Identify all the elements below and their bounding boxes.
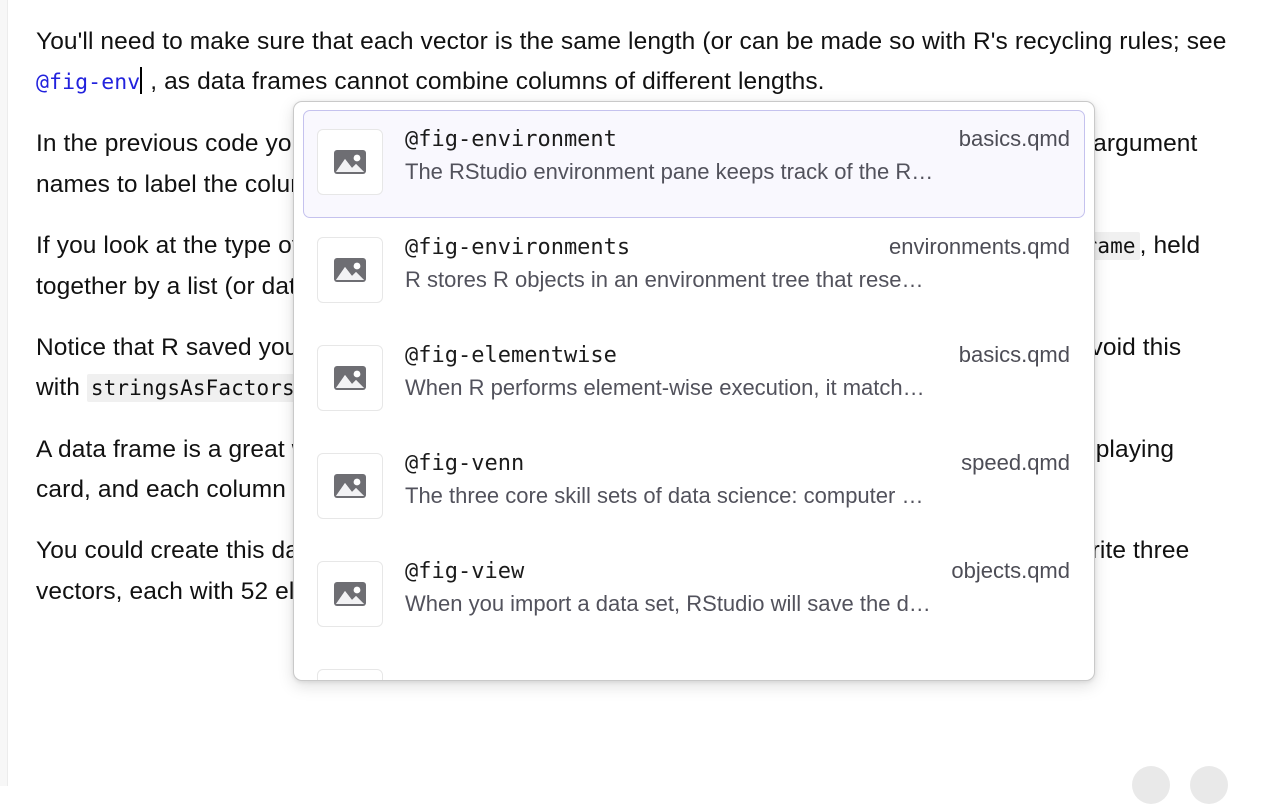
autocomplete-item-file: speed.qmd <box>961 450 1070 475</box>
image-icon <box>317 345 383 411</box>
autocomplete-item-header: @fig-elementwise basics.qmd <box>405 342 1070 368</box>
autocomplete-item-body <box>405 665 1070 673</box>
image-icon <box>317 129 383 195</box>
left-gutter <box>0 0 8 786</box>
circle-button-one-icon[interactable] <box>1132 766 1170 804</box>
autocomplete-item[interactable]: @fig-environments environments.qmd R store… <box>303 218 1085 326</box>
autocomplete-item-description: The RStudio environment pane keeps track… <box>405 159 934 184</box>
autocomplete-item-file: environments.qmd <box>889 234 1070 259</box>
autocomplete-item-description: When you import a data set, RStudio will… <box>405 591 931 616</box>
autocomplete-item-id: @fig-environments <box>405 235 631 260</box>
autocomplete-item-id: @fig-environment <box>405 127 617 152</box>
autocomplete-item[interactable] <box>303 650 1085 680</box>
autocomplete-item-id: @fig-elementwise <box>405 343 617 368</box>
autocomplete-item-description: When R performs element-wise execution, … <box>405 375 925 400</box>
paragraph-text: You'll need to make sure that each vecto… <box>36 28 1227 55</box>
autocomplete-item-header: @fig-venn speed.qmd <box>405 450 1070 476</box>
autocomplete-item-header: @fig-environment basics.qmd <box>405 126 1070 152</box>
floating-buttons[interactable] <box>1132 766 1228 804</box>
image-icon <box>317 453 383 519</box>
xref-link[interactable]: @fig-env <box>36 69 141 95</box>
autocomplete-item-file: basics.qmd <box>958 126 1070 151</box>
image-icon <box>317 561 383 627</box>
paragraph: You'll need to make sure that each vecto… <box>36 22 1232 102</box>
text-cursor <box>140 66 143 94</box>
autocomplete-item-file: basics.qmd <box>958 342 1070 367</box>
autocomplete-item-header: @fig-view objects.qmd <box>405 558 1070 584</box>
autocomplete-item-description: R stores R objects in an environment tre… <box>405 267 924 292</box>
autocomplete-item-id: @fig-view <box>405 559 525 584</box>
autocomplete-item-file: objects.qmd <box>951 558 1070 583</box>
paragraph-text: , as data frames cannot combine columns … <box>143 67 825 95</box>
autocomplete-item-description: The three core skill sets of data scienc… <box>405 483 924 508</box>
image-icon <box>317 237 383 303</box>
autocomplete-item-header: @fig-environments environments.qmd <box>405 234 1070 260</box>
image-icon <box>317 669 383 680</box>
circle-button-two-icon[interactable] <box>1190 766 1228 804</box>
autocomplete-item-id: @fig-venn <box>405 451 525 476</box>
autocomplete-item-body: @fig-environments environments.qmd R store… <box>405 233 1070 293</box>
